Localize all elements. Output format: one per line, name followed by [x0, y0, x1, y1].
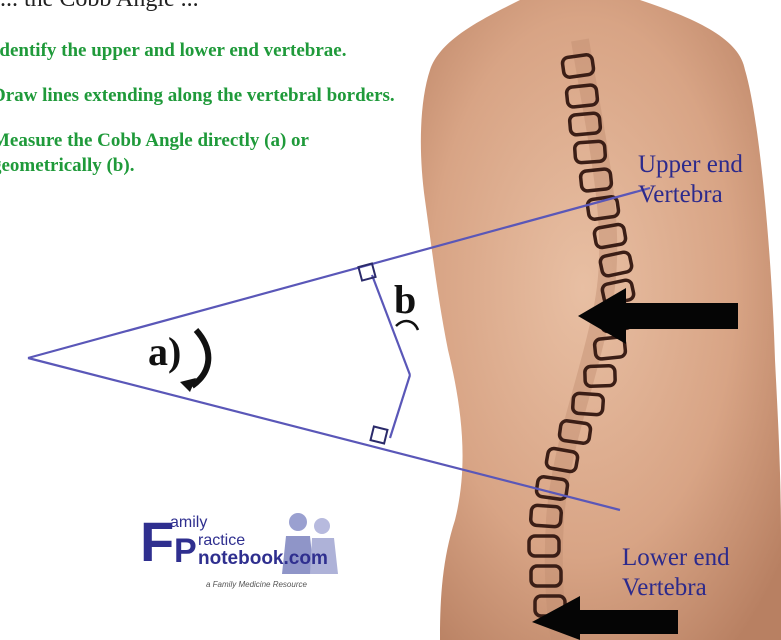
- step-2: Draw lines extending along the vertebral…: [0, 83, 412, 108]
- angle-b-label: b: [394, 276, 416, 323]
- perpendicular-lower: [390, 375, 410, 438]
- logo-tagline: a Family Medicine Resource: [206, 580, 307, 589]
- steps-list: Identify the upper and lower end vertebr…: [0, 38, 412, 198]
- upper-end-vertebra-label: Upper end Vertebra: [638, 150, 743, 210]
- logo-notebook: notebook.com: [198, 548, 328, 570]
- step-3: Measure the Cobb Angle directly (a) or g…: [0, 128, 412, 178]
- right-angle-marker-lower: [371, 427, 388, 444]
- page-title: ... the Cobb Angle ...: [0, 0, 560, 13]
- angle-a-label: a): [148, 328, 181, 375]
- fpnotebook-logo: F amily P ractice notebook.com a Family …: [140, 498, 360, 598]
- upper-label-line2: Vertebra: [638, 180, 743, 210]
- logo-letter-p: P: [174, 534, 197, 568]
- logo-amily: amily: [170, 514, 207, 532]
- angle-a-arc: [192, 330, 208, 386]
- lower-label-line1: Lower end: [622, 543, 730, 573]
- lower-end-vertebra-label: Lower end Vertebra: [622, 543, 730, 603]
- upper-label-line1: Upper end: [638, 150, 743, 180]
- step-1: Identify the upper and lower end vertebr…: [0, 38, 412, 63]
- lower-label-line2: Vertebra: [622, 573, 730, 603]
